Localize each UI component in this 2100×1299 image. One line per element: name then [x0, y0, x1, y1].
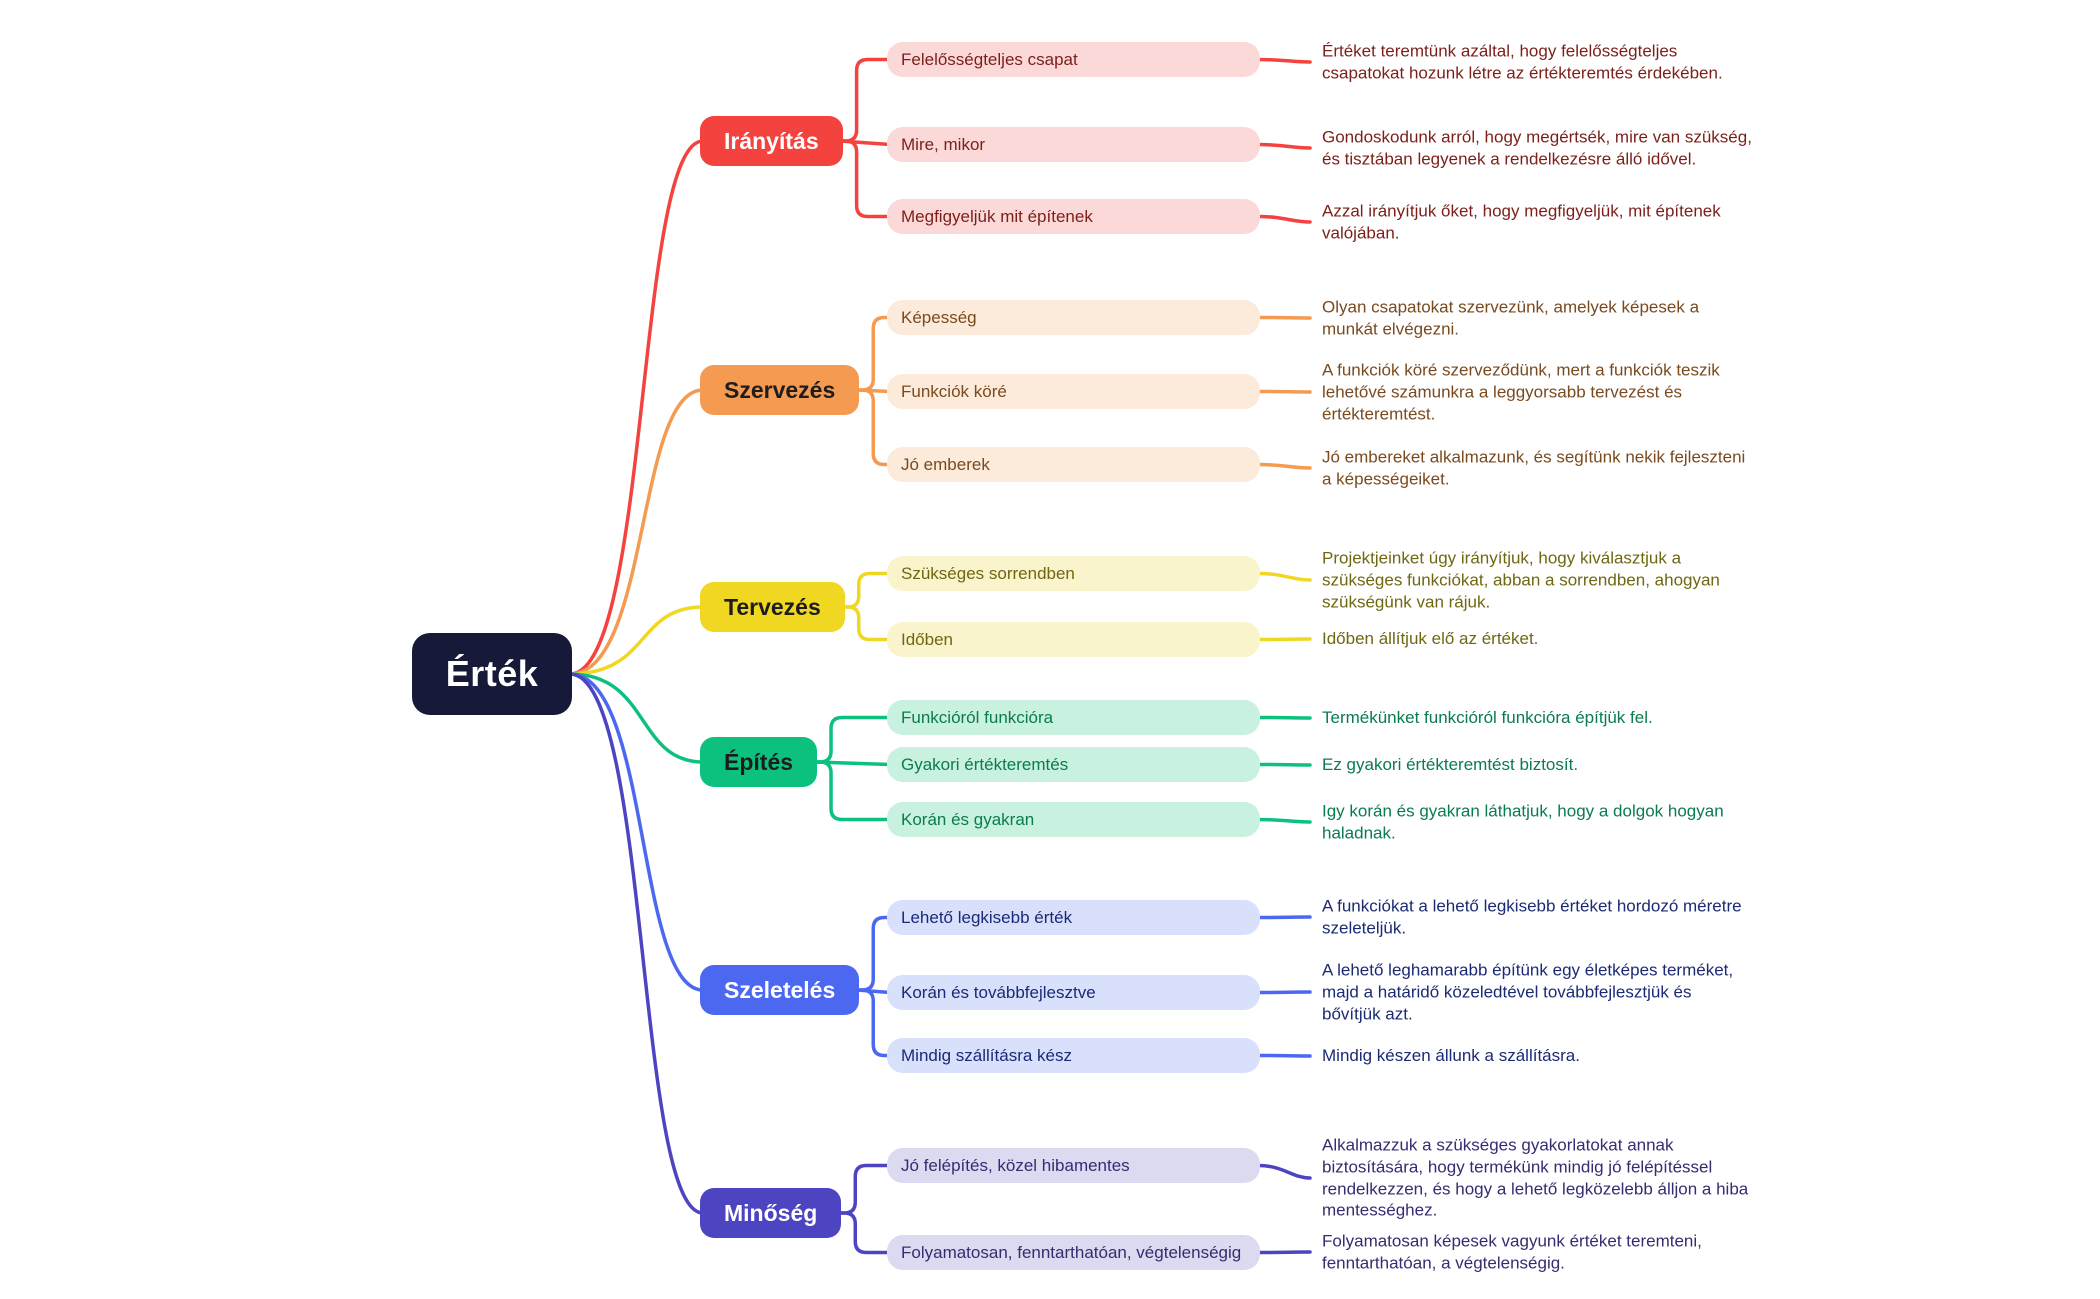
child-node-idoben[interactable]: Időben: [887, 622, 1260, 657]
branch-node-szeleteles[interactable]: Szeletelés: [700, 965, 860, 1015]
child-node-mindig-szallitasra-kesz[interactable]: Mindig szállításra kész: [887, 1038, 1260, 1073]
description-leheto-legkisebb-ertek[interactable]: A funkciókat a lehető legkisebb értéket …: [1322, 896, 1742, 937]
child-node-jo-emberek[interactable]: Jó emberek: [887, 447, 1260, 482]
description-kepesseg[interactable]: Olyan csapatokat szervezünk, amelyek kép…: [1322, 297, 1700, 338]
child-node-gyakori-ertekteremtes[interactable]: Gyakori értékteremtés: [887, 747, 1260, 782]
description-szukseges-sorrendben[interactable]: Projektjeinket úgy irányítjuk, hogy kivá…: [1322, 548, 1720, 611]
description-jo-felepites-kozel-hibamentes[interactable]: Alkalmazzuk a szükséges gyakorlatokat an…: [1322, 1135, 1749, 1220]
description-funkciorol-funkciora[interactable]: Termékünket funkcióról funkcióra építjük…: [1322, 708, 1653, 728]
child-node-megfigyeljuk-mit-epitenek[interactable]: Megfigyeljük mit építenek: [887, 199, 1260, 234]
branch-node-minoseg[interactable]: Minőség: [700, 1188, 842, 1238]
child-node-kepesseg[interactable]: Képesség: [887, 300, 1260, 335]
child-node-felelossegteljes-csapat[interactable]: Felelősségteljes csapat: [887, 42, 1260, 77]
child-node-koran-es-gyakran[interactable]: Korán és gyakran: [887, 802, 1260, 837]
description-megfigyeljuk-mit-epitenek[interactable]: Azzal irányítjuk őket, hogy megfigyeljük…: [1322, 201, 1721, 242]
description-mindig-szallitasra-kesz[interactable]: Mindig készen állunk a szállításra.: [1322, 1046, 1580, 1066]
description-mire-mikor[interactable]: Gondoskodunk arról, hogy megértsék, mire…: [1322, 127, 1752, 168]
description-felelossegteljes-csapat[interactable]: Értéket teremtünk azáltal, hogy felelőss…: [1322, 41, 1723, 82]
root-node[interactable]: Érték: [412, 633, 572, 715]
child-node-folyamatosan-fenntarthatoan-vegtelensegig[interactable]: Folyamatosan, fenntarthatóan, végtelensé…: [887, 1235, 1260, 1270]
child-node-funkciorol-funkciora[interactable]: Funkcióról funkcióra: [887, 700, 1260, 735]
child-node-mire-mikor[interactable]: Mire, mikor: [887, 127, 1260, 162]
child-node-koran-es-tovabbfejlesztve[interactable]: Korán és továbbfejlesztve: [887, 975, 1260, 1010]
child-node-szukseges-sorrendben[interactable]: Szükséges sorrendben: [887, 556, 1260, 591]
description-folyamatosan-fenntarthatoan-vegtelensegig[interactable]: Folyamatosan képesek vagyunk értéket ter…: [1322, 1231, 1702, 1272]
description-gyakori-ertekteremtes[interactable]: Ez gyakori értékteremtést biztosít.: [1322, 755, 1579, 775]
child-node-leheto-legkisebb-ertek[interactable]: Lehető legkisebb érték: [887, 900, 1260, 935]
branch-node-tervezes[interactable]: Tervezés: [700, 582, 845, 632]
branch-node-szervezes[interactable]: Szervezés: [700, 365, 860, 415]
child-node-funkciok-kore[interactable]: Funkciók köré: [887, 374, 1260, 409]
branch-node-epites[interactable]: Építés: [700, 737, 818, 787]
description-idoben[interactable]: Időben állítjuk elő az értéket.: [1322, 629, 1539, 649]
description-koran-es-tovabbfejlesztve[interactable]: A lehető leghamarabb építünk egy életkép…: [1322, 960, 1734, 1023]
description-koran-es-gyakran[interactable]: Igy korán és gyakran láthatjuk, hogy a d…: [1322, 801, 1724, 842]
description-funkciok-kore[interactable]: A funkciók köré szerveződünk, mert a fun…: [1322, 360, 1720, 423]
branch-node-iranyitas[interactable]: Irányítás: [700, 116, 843, 166]
child-node-jo-felepites-kozel-hibamentes[interactable]: Jó felépítés, közel hibamentes: [887, 1148, 1260, 1183]
description-jo-emberek[interactable]: Jó embereket alkalmazunk, és segítünk ne…: [1322, 447, 1746, 488]
